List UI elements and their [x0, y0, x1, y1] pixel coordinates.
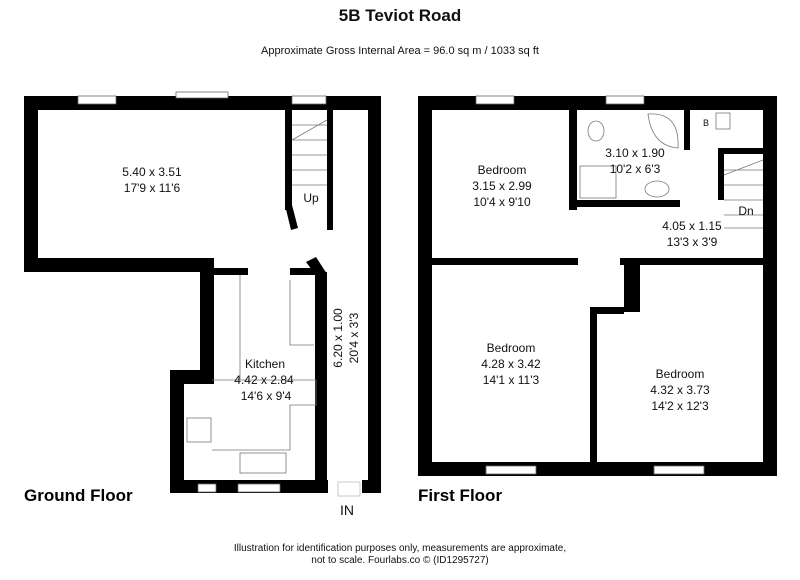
kitchen-metric: 4.42 x 2.84	[234, 373, 294, 387]
bedroom1-metric: 3.15 x 2.99	[472, 179, 532, 193]
first-floor-label: First Floor	[418, 486, 502, 505]
boiler-label: B	[703, 118, 709, 128]
hall-imperial: 20'4 x 3'3	[347, 312, 361, 363]
first-floor-plan	[418, 95, 777, 476]
bathroom-imperial: 10'2 x 6'3	[610, 162, 661, 176]
landing-metric: 4.05 x 1.15	[662, 219, 722, 233]
entrance-label: IN	[340, 502, 354, 518]
ground-floor-plan	[24, 91, 381, 497]
bedroom2-imperial: 14'1 x 11'3	[483, 373, 540, 387]
landing-imperial: 13'3 x 3'9	[667, 235, 718, 249]
disclaimer-line-2: not to scale. Fourlabs.co © (ID1295727)	[311, 555, 489, 566]
bedroom3-name: Bedroom	[656, 367, 705, 381]
bedroom1-name: Bedroom	[478, 163, 527, 177]
bedroom1-imperial: 10'4 x 9'10	[473, 195, 531, 209]
stairs-down-label: Dn	[738, 204, 753, 218]
living-room-imperial: 17'9 x 11'6	[124, 181, 181, 195]
bedroom3-metric: 4.32 x 3.73	[650, 383, 710, 397]
hall-metric: 6.20 x 1.00	[331, 308, 345, 368]
living-room-metric: 5.40 x 3.51	[122, 165, 182, 179]
stairs-up-label: Up	[303, 191, 319, 205]
ground-floor-label: Ground Floor	[24, 486, 133, 505]
bedroom3-imperial: 14'2 x 12'3	[651, 399, 709, 413]
property-title: 5B Teviot Road	[338, 6, 462, 25]
bathroom-metric: 3.10 x 1.90	[605, 146, 665, 160]
kitchen-name: Kitchen	[245, 357, 285, 371]
bedroom2-metric: 4.28 x 3.42	[481, 357, 541, 371]
disclaimer: Illustration for identification purposes…	[0, 543, 800, 567]
kitchen-imperial: 14'6 x 9'4	[241, 389, 292, 403]
disclaimer-line-1: Illustration for identification purposes…	[233, 543, 567, 554]
gross-area: Approximate Gross Internal Area = 96.0 s…	[261, 45, 539, 57]
bedroom2-name: Bedroom	[487, 341, 536, 355]
